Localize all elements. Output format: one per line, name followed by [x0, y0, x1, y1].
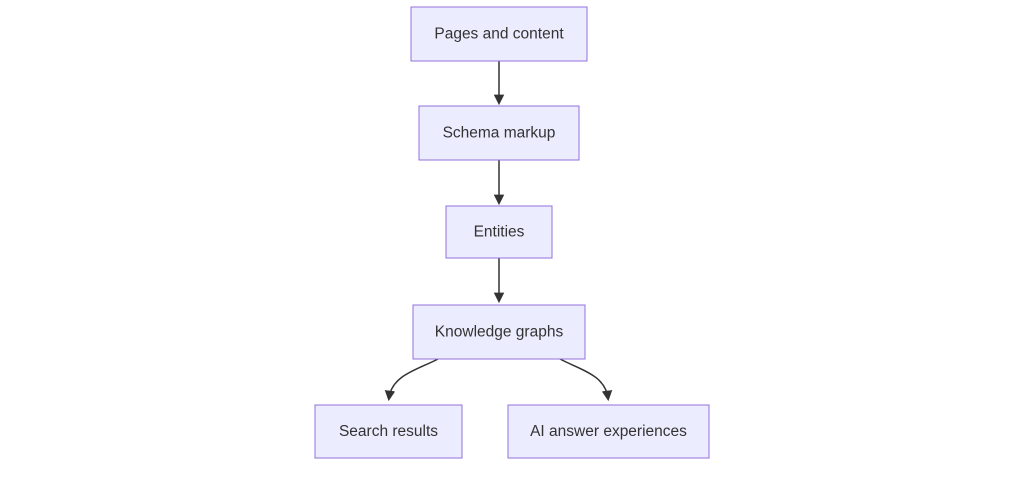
node-entities-label: Entities [474, 224, 525, 241]
node-search: Search results [314, 404, 463, 459]
node-search-box [314, 404, 463, 459]
node-schema-box [418, 105, 580, 161]
node-pages: Pages and content [410, 6, 588, 62]
node-search-label: Search results [339, 423, 438, 440]
node-pages-label: Pages and content [434, 26, 564, 43]
node-entities-box [445, 205, 553, 259]
node-schema: Schema markup [418, 105, 580, 161]
edge-knowledge-to-ai [559, 358, 613, 402]
node-ai-label: AI answer experiences [530, 423, 687, 440]
node-knowledge: Knowledge graphs [412, 304, 586, 360]
node-knowledge-box [412, 304, 586, 360]
edge-knowledge-to-search [384, 358, 439, 402]
node-knowledge-label: Knowledge graphs [435, 324, 564, 341]
node-entities: Entities [445, 205, 553, 259]
node-layer: Pages and content Schema markup Entities… [314, 6, 710, 459]
node-pages-box [410, 6, 588, 62]
node-schema-label: Schema markup [443, 125, 556, 142]
edge-layer [384, 61, 613, 402]
node-ai-box [507, 404, 710, 459]
node-ai: AI answer experiences [507, 404, 710, 459]
